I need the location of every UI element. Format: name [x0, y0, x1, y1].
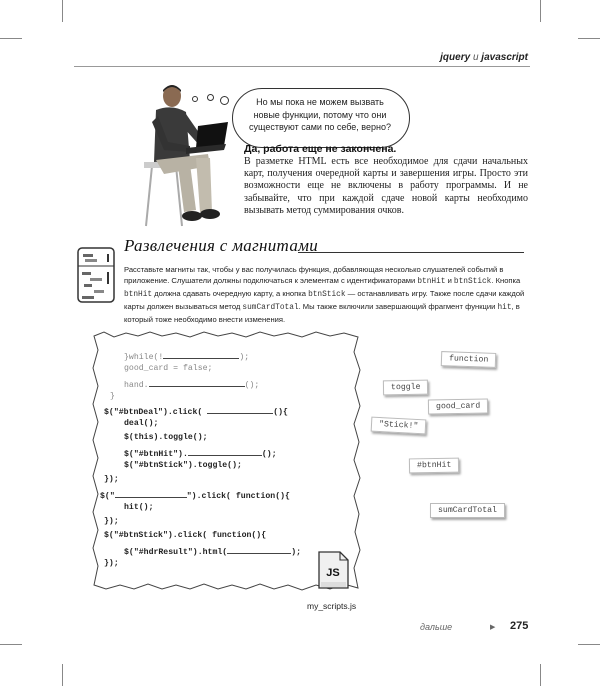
instructions-text: Расставьте магниты так, чтобы у вас полу… [124, 265, 525, 324]
header-jquery: jquery [440, 52, 471, 63]
crop-mark [540, 664, 541, 686]
js-file-icon: JS [318, 551, 349, 589]
thought-dot-small [192, 96, 198, 102]
code-line: hit(); [124, 503, 154, 512]
code-line: }); [104, 517, 119, 526]
crop-mark [540, 0, 541, 22]
code-paper [92, 331, 361, 591]
header-javascript: javascript [481, 52, 528, 63]
blank-slot[interactable] [114, 489, 187, 498]
blank-slot[interactable] [227, 545, 292, 554]
crop-mark [0, 38, 22, 39]
code-line: }); [104, 559, 119, 568]
thought-bubble-text: Но мы пока не можем вызвать новые функци… [249, 97, 391, 132]
next-arrow-icon: ▶ [490, 624, 496, 631]
file-name: my_scripts.js [307, 601, 357, 611]
code-line: good_card = false; [124, 364, 213, 373]
next-page-link[interactable]: дальше [420, 622, 453, 632]
code-line: }while(!); [124, 350, 249, 362]
crop-mark [62, 0, 63, 22]
code-line: hand.(); [124, 378, 259, 390]
section-title: Развлечения с магнитами [124, 236, 319, 255]
crop-mark [578, 644, 600, 645]
code-line: }); [104, 475, 119, 484]
thought-dot-small [207, 94, 214, 101]
magnet-function[interactable]: function [440, 351, 497, 368]
header-connector: и [472, 52, 479, 63]
blank-slot[interactable] [207, 405, 274, 414]
code-line: $(this).toggle(); [124, 433, 208, 442]
code-line: $("#btnHit").(); [124, 447, 277, 459]
code-line: $("#hdrResult").html(); [124, 545, 301, 557]
blank-slot[interactable] [163, 350, 240, 359]
code-line: deal(); [124, 419, 159, 428]
code-line: $("#btnDeal").click( (){ [104, 405, 288, 417]
code-line: $("#btnStick").toggle(); [124, 461, 242, 470]
section-title-rule [298, 252, 524, 253]
header-divider [74, 66, 530, 67]
code-line: $("").click( function(){ [100, 489, 290, 501]
thought-bubble [232, 88, 410, 148]
blank-slot[interactable] [148, 378, 245, 387]
fridge-icon [77, 247, 115, 303]
magnet-toggle[interactable]: toggle [382, 379, 429, 396]
magnet-good-card[interactable]: good_card [427, 398, 489, 415]
blank-slot[interactable] [187, 447, 262, 456]
person-with-laptop-illustration [144, 85, 228, 227]
code-line: $("#btnStick").click( function(){ [104, 531, 267, 540]
code-line: } [110, 392, 115, 401]
crop-mark [578, 38, 600, 39]
subheading: Да, работа еще не закончена. [244, 143, 397, 155]
magnet-btnhit-id[interactable]: #btnHit [408, 457, 460, 474]
thought-dot-medium [220, 96, 229, 105]
crop-mark [62, 664, 63, 686]
magnet-sumcardtotal[interactable]: sumCardTotal [430, 503, 505, 518]
magnet-stick-string[interactable]: "Stick!" [370, 416, 427, 435]
body-paragraph: В разметке HTML есть все необходимое для… [244, 156, 528, 216]
crop-mark [0, 644, 22, 645]
page-number: 275 [510, 620, 529, 632]
running-header: jquery и javascript [440, 52, 528, 63]
js-file-icon-label: JS [326, 567, 339, 579]
